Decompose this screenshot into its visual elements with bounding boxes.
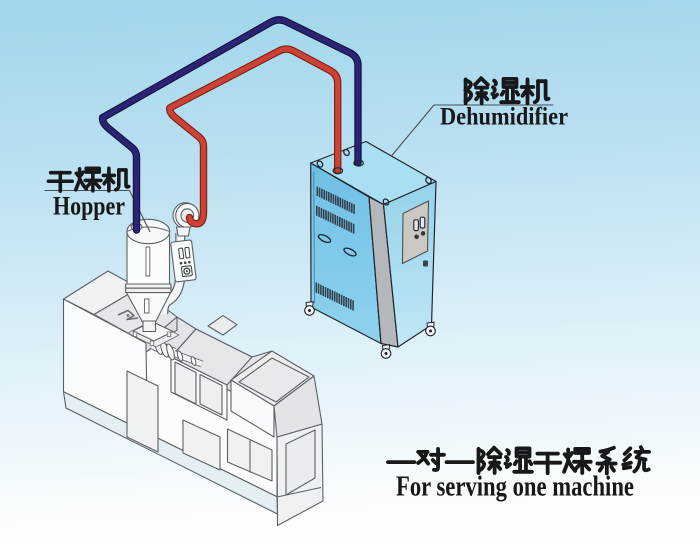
- svg-text:For serving one machine: For serving one machine: [396, 472, 634, 503]
- svg-text:Dehumidifier: Dehumidifier: [440, 102, 568, 131]
- svg-text:Hopper: Hopper: [53, 192, 125, 221]
